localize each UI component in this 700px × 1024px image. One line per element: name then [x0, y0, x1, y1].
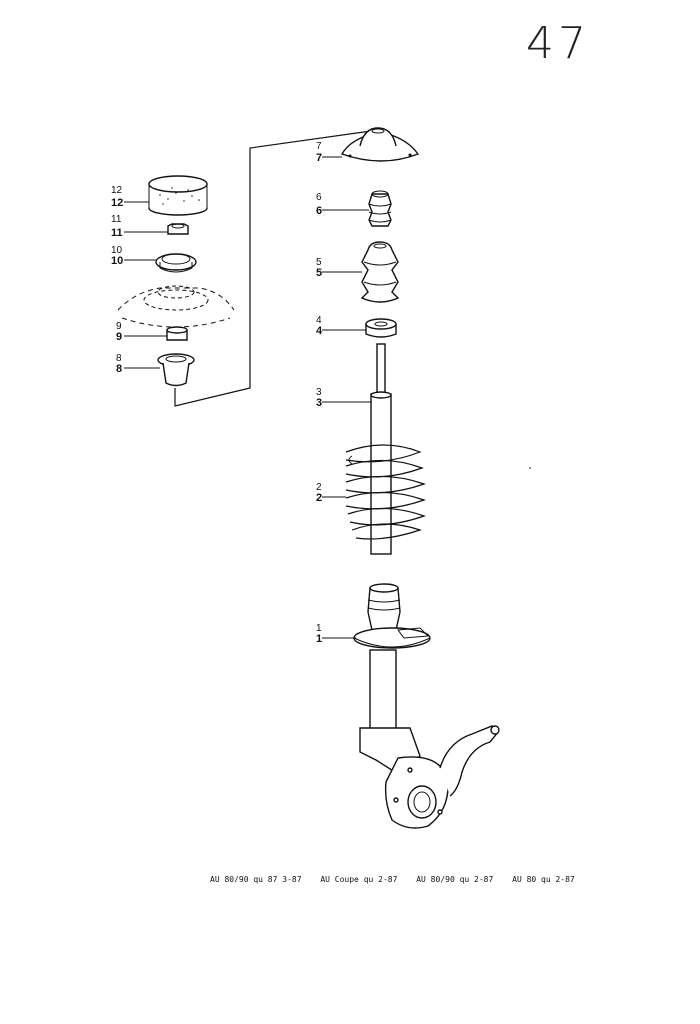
model-code: AU Coupe qu 2-87 [320, 875, 398, 884]
part-12-rubber-pad [148, 175, 208, 216]
callout-8-bottom: 8 [116, 363, 122, 375]
part-11-nut [167, 223, 189, 235]
callout-4-bottom: 4 [316, 325, 323, 337]
callout-9-top: 9 [116, 321, 122, 332]
callout-3-top: 3 [316, 387, 322, 398]
model-applicability-footer: AU 80/90 qu 87 3-87 AU Coupe qu 2-87 AU … [210, 875, 630, 884]
callout-labels: 1 1 2 2 3 3 4 4 5 5 6 6 7 7 8 8 9 9 10 1… [111, 141, 323, 645]
callout-6-top: 6 [316, 192, 322, 203]
stray-mark [529, 467, 531, 469]
part-8-spring-seat [157, 353, 195, 387]
callout-11-top: 11 [111, 214, 122, 225]
model-code: AU 80/90 qu 2-87 [416, 875, 494, 884]
callout-3-bottom: 3 [316, 397, 322, 409]
part-9-bushing [166, 326, 188, 341]
callout-5-bottom: 5 [316, 267, 322, 279]
part-10-bearing-ring [155, 253, 197, 273]
part-6-bump-stop [368, 190, 392, 227]
callout-5-top: 5 [316, 257, 322, 268]
model-code: AU 80 qu 2-87 [512, 875, 575, 884]
part-3-shock-absorber [370, 343, 392, 555]
assembly-bracket-line [174, 129, 379, 407]
part-2-coil-spring [345, 444, 426, 540]
callout-1-bottom: 1 [316, 633, 322, 645]
callout-1-top: 1 [316, 623, 322, 634]
callout-2-bottom: 2 [316, 492, 322, 504]
callout-leaders [124, 156, 371, 639]
callout-7-top: 7 [316, 141, 322, 152]
callout-12-bottom: 12 [111, 197, 123, 209]
callout-9-bottom: 9 [116, 331, 122, 343]
callout-6-bottom: 6 [316, 205, 322, 217]
callout-10-top: 10 [111, 245, 123, 256]
callout-12-top: 12 [111, 185, 123, 196]
model-code: AU 80/90 qu 87 3-87 [210, 875, 302, 884]
page-number: 47 [526, 18, 590, 69]
part-7-top-mount [340, 127, 420, 162]
callout-10-bottom: 10 [111, 255, 123, 267]
upper-mount-dashed-outline [117, 285, 235, 328]
callout-7-bottom: 7 [316, 152, 322, 164]
callout-2-top: 2 [316, 482, 322, 493]
part-1-strut-housing [353, 583, 500, 829]
callout-4-top: 4 [316, 315, 322, 326]
part-5-boot [360, 241, 400, 303]
part-4-bearing [365, 318, 397, 338]
callout-8-top: 8 [116, 353, 122, 364]
callout-11-bottom: 11 [111, 227, 123, 239]
